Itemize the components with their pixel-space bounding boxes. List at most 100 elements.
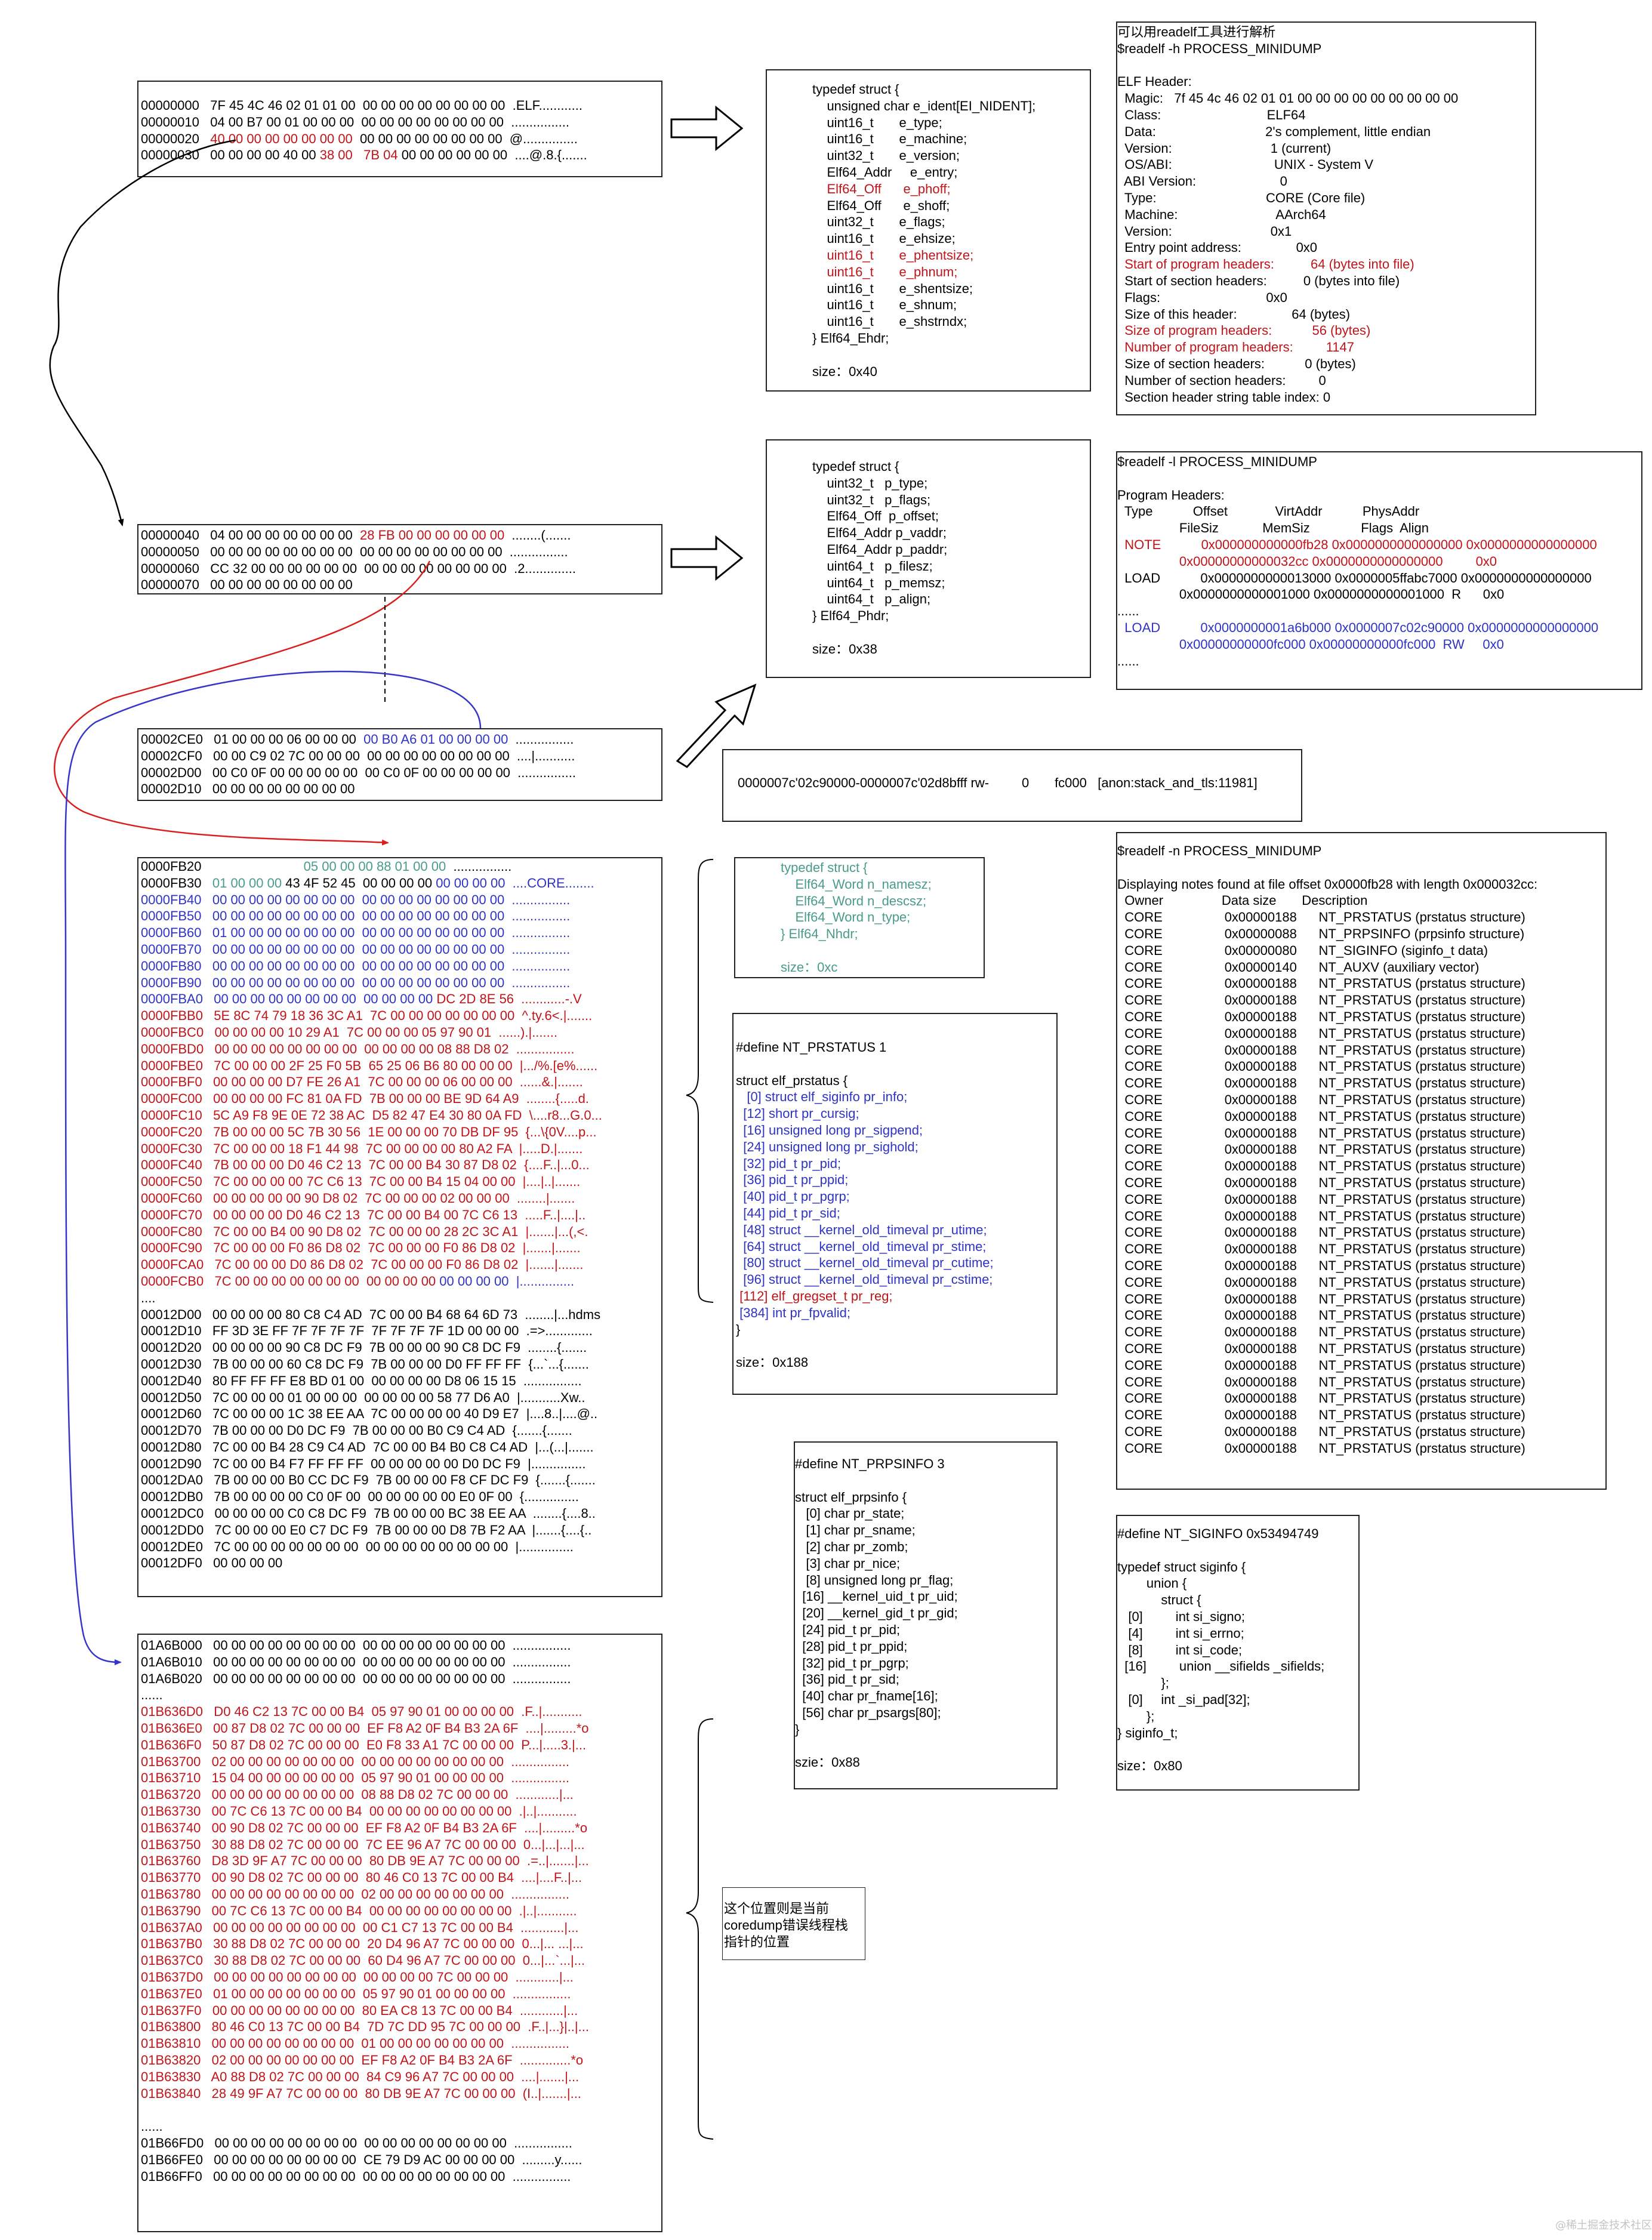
text-line: 0000FBA0 00 00 00 00 00 00 00 00 00 00 0… [141, 991, 661, 1007]
note-entry-prstatus: CORE 0x00000188 NT_PRSTATUS (prstatus st… [1117, 1308, 1525, 1323]
note-entry-prstatus: CORE 0x00000188 NT_PRSTATUS (prstatus st… [1117, 1407, 1525, 1423]
curve-load-offset [64, 670, 482, 1665]
text-line: 01B63770 00 90 D8 02 7C 00 00 00 80 46 C… [141, 1870, 582, 1885]
note-entry-prstatus: CORE 0x00000188 NT_PRSTATUS (prstatus st… [1117, 1274, 1525, 1290]
text-line: 01B63720 00 00 00 00 00 00 00 00 08 88 D… [141, 1787, 574, 1803]
text-line: [8] int si_code; [1117, 1642, 1243, 1657]
text-line: union { [1117, 1576, 1187, 1591]
hex-dump-program-header-load: 00002CE0 01 00 00 00 06 00 00 00 00 B0 A… [137, 728, 662, 801]
text-line: 0000FC80 7C 00 00 B4 00 90 D8 02 7C 00 0… [141, 1224, 588, 1239]
text-line: } Elf64_Nhdr; [781, 926, 858, 942]
text-line: 00012DD0 7C 00 00 00 E0 C7 DC F9 7B 00 0… [141, 1522, 592, 1538]
text-line: } siginfo_t; [1117, 1725, 1178, 1740]
text-segment: 00 00 00 00 ....CORE........ [436, 875, 594, 891]
text-line: Start of program headers: 64 (bytes into… [1117, 257, 1414, 272]
text-line: [36] pid_t pr_sid; [795, 1672, 899, 1687]
text-line: 00012D10 FF 3D 3E FF 7F 7F 7F 7F 7F 7F 7… [141, 1323, 593, 1339]
text-line: [8] unsigned long pr_flag; [795, 1572, 954, 1588]
text-line: Number of program headers: 1147 [1117, 340, 1355, 355]
text-line: [24] unsigned long pr_sighold; [736, 1139, 919, 1154]
text-segment: 0000FBA0 00 00 00 00 00 00 00 00 00 00 0… [141, 991, 437, 1007]
hex-dump-stack-segment: 01A6B000 00 00 00 00 00 00 00 00 00 00 0… [137, 1634, 662, 2232]
text-line: [4] int si_errno; [1117, 1625, 1244, 1641]
text-line: [20] __kernel_gid_t pr_gid; [795, 1606, 958, 1621]
text-line: Data: 2's complement, little endian [1117, 124, 1431, 139]
text-line: 0000FBB0 5E 8C 74 79 18 36 3C A1 7C 00 0… [141, 1008, 593, 1024]
text-line: [0] int si_signo; [1117, 1609, 1245, 1624]
text-line: 01B63750 30 88 D8 02 7C 00 00 00 7C EE 9… [141, 1837, 585, 1852]
text-line: [16] unsigned long pr_sigpend; [736, 1122, 923, 1138]
readelf-header-output: 可以用readelf工具进行解析$readelf -h PROCESS_MINI… [1116, 21, 1536, 415]
text-line: Type: CORE (Core file) [1117, 190, 1366, 205]
text-line: 00012DC0 00 00 00 00 C0 C8 DC F9 7B 00 0… [141, 1506, 596, 1521]
text-line: 01B637A0 00 00 00 00 00 00 00 00 00 C1 C… [141, 1919, 579, 1935]
text-line: 00012D20 00 00 00 00 90 C8 DC F9 7B 00 0… [141, 1340, 587, 1355]
note-line: 指针的位置 [724, 1934, 790, 1949]
block-arrow-phdr [670, 535, 744, 581]
text-line: uint16_t e_shentsize; [812, 281, 973, 296]
text-line: uint64_t p_filesz; [812, 558, 933, 574]
text-line: ELF Header: [1117, 74, 1192, 90]
text-line: ...... [141, 1687, 163, 1703]
text-line: Magic: 7f 45 4c 46 02 01 01 00 00 00 00 … [1117, 91, 1459, 106]
text-line: Section header string table index: 0 [1117, 389, 1331, 405]
text-line: [80] struct __kernel_old_timeval pr_cuti… [736, 1255, 994, 1271]
text-line: 0000FC10 5C A9 F8 9E 0E 72 38 AC D5 82 4… [141, 1107, 602, 1123]
text-line: Elf64_Addr p_vaddr; [812, 525, 947, 541]
text-line: uint16_t e_shstrndx; [812, 314, 967, 329]
text-line: Size of this header: 64 (bytes) [1117, 306, 1351, 322]
text-line: 0000FC60 00 00 00 00 00 90 D8 02 7C 00 0… [141, 1190, 575, 1206]
text-line: 0000FC90 7C 00 00 00 F0 86 D8 02 7C 00 0… [141, 1240, 581, 1256]
text-line: typedef struct { [781, 860, 868, 875]
text-line: uint32_t e_flags; [812, 214, 945, 230]
text-line: } [795, 1721, 800, 1737]
text-line: 0000FB20 05 00 00 00 88 01 00 00 .......… [141, 858, 661, 875]
text-segment: 00 00 00 00 00 00 00 00 @............... [352, 131, 578, 146]
text-line: CORE 0x00000188 NT_PRSTATUS (prstatus st… [1117, 910, 1525, 925]
text-line: [24] pid_t pr_pid; [795, 1622, 901, 1637]
text-line: 00000030 00 00 00 00 40 00 38 00 7B 04 0… [141, 147, 661, 164]
text-line: 01B636D0 D0 46 C2 13 7C 00 00 B4 05 97 9… [141, 1704, 582, 1720]
text-segment: ................ [508, 732, 574, 747]
note-entry-prstatus: CORE 0x00000188 NT_PRSTATUS (prstatus st… [1117, 1291, 1525, 1307]
block-arrow-ehdr [670, 105, 744, 152]
text-line: [2] char pr_zomb; [795, 1539, 908, 1554]
text-line: 0000FC50 7C 00 00 00 00 7C C6 13 7C 00 0… [141, 1174, 581, 1190]
text-line: 01B63790 00 7C C6 13 7C 00 00 B4 00 00 0… [141, 1903, 577, 1918]
text-line: [96] struct __kernel_old_timeval pr_csti… [736, 1272, 993, 1287]
text-line: CORE 0x00000080 NT_SIGINFO (siginfo_t da… [1117, 942, 1488, 958]
text-line: 00012D30 7B 00 00 00 60 C8 DC F9 7B 00 0… [141, 1356, 589, 1372]
text-line: 00000010 04 00 B7 00 01 00 00 00 00 00 0… [141, 114, 570, 130]
text-line: 00012D50 7C 00 00 00 01 00 00 00 00 00 0… [141, 1389, 585, 1405]
text-line: [12] short pr_cursig; [736, 1106, 859, 1121]
struct-elf64-phdr: typedef struct { uint32_t p_type; uint32… [766, 439, 1091, 678]
brace-stack-range [686, 1718, 714, 2140]
text-segment: 00000020 [141, 131, 211, 146]
text-line: 01B637B0 30 88 D8 02 7C 00 00 00 20 D4 9… [141, 1936, 584, 1952]
text-line: 00012D70 7B 00 00 00 D0 DC F9 7B 00 00 0… [141, 1423, 572, 1438]
note-line: coredump错误线程栈 [724, 1917, 848, 1933]
text-line: Program Headers: [1117, 487, 1225, 503]
text-line: uint16_t e_type; [812, 115, 942, 130]
struct-siginfo: #define NT_SIGINFO 0x53494749 typedef st… [1116, 1515, 1360, 1791]
note-line: 这个位置则是当前 [724, 1901, 830, 1916]
text-segment: 0000FB30 [141, 875, 212, 891]
text-line: [3] char pr_nice; [795, 1555, 901, 1571]
text-line: size：0x40 [812, 363, 877, 379]
note-entry-prstatus: CORE 0x00000188 NT_PRSTATUS (prstatus st… [1117, 1424, 1525, 1439]
text-line: [0] struct elf_siginfo pr_info; [736, 1089, 908, 1105]
text-line: 01A6B020 00 00 00 00 00 00 00 00 00 00 0… [141, 1671, 571, 1686]
text-line: [48] struct __kernel_old_timeval pr_utim… [736, 1222, 987, 1237]
brace-note-range [686, 859, 714, 1303]
text-line: 01B63710 15 04 00 00 00 00 00 00 05 97 9… [141, 1770, 570, 1786]
text-line: [16] __kernel_uid_t pr_uid; [795, 1589, 958, 1604]
text-line: 01B63800 80 46 C0 13 7C 00 00 B4 7D 7C D… [141, 2019, 589, 2035]
text-line: unsigned char e_ident[EI_NIDENT]; [812, 98, 1036, 113]
note-entry-prstatus: CORE 0x00000188 NT_PRSTATUS (prstatus st… [1117, 1258, 1525, 1273]
text-line: 0000FC00 00 00 00 00 FC 81 0A FD 7B 00 0… [141, 1091, 589, 1107]
maps-line-text: 0000007c'02c90000-0000007c'02d8bfff rw- … [738, 775, 1258, 790]
text-line: 01B63840 28 49 9F A7 7C 00 00 00 80 DB 9… [141, 2085, 581, 2101]
note-entry-prstatus: CORE 0x00000188 NT_PRSTATUS (prstatus st… [1117, 1125, 1525, 1141]
text-segment: 38 00 [319, 147, 353, 163]
